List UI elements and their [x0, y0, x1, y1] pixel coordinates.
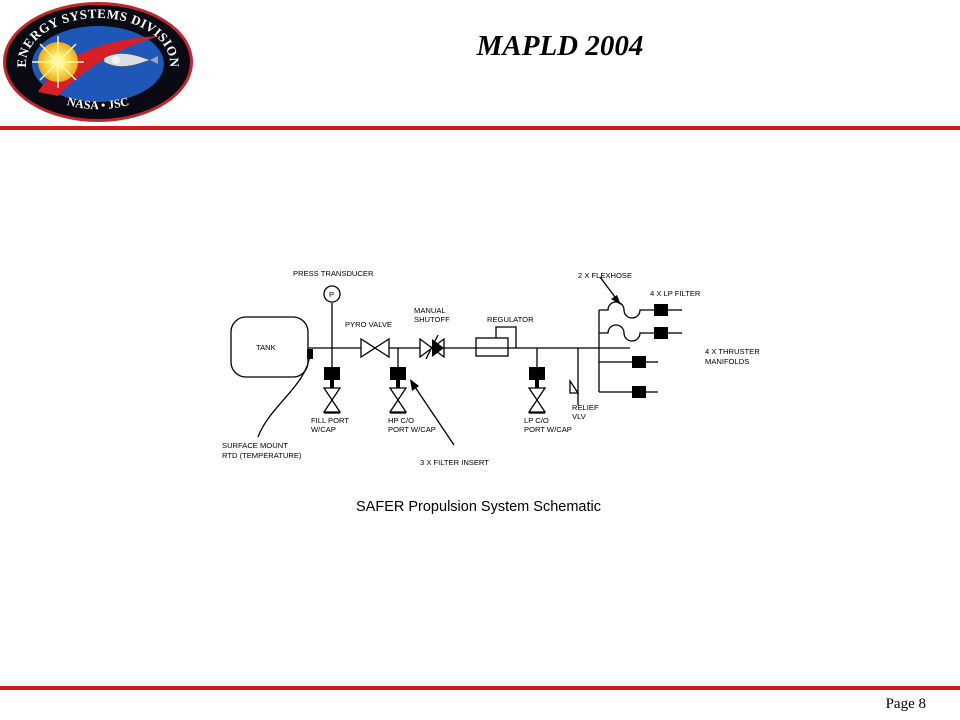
- thruster-manifold-2: [632, 386, 646, 398]
- label-lp-filter: 4 X LP FILTER: [650, 289, 701, 298]
- label-relief-line2: VLV: [572, 412, 587, 421]
- label-press-transducer: PRESS TRANSDUCER: [293, 269, 374, 278]
- label-tank: TANK: [256, 343, 276, 352]
- energy-systems-division-logo: ENERGY SYSTEMS DIVISION NASA • JSC: [3, 2, 193, 122]
- logo-bottom-text: NASA • JSC: [66, 94, 131, 112]
- label-lp-port-line1: LP C/O: [524, 416, 549, 425]
- pressure-transducer-symbol: [323, 285, 341, 303]
- lp-filter-1: [654, 304, 668, 316]
- schematic-caption: SAFER Propulsion System Schematic: [356, 499, 601, 515]
- relief-valve-symbol: [569, 378, 580, 394]
- fill-port-filter: [324, 367, 340, 380]
- thruster-manifold-1: [632, 356, 646, 368]
- label-flexhose: 2 X FLEXHOSE: [578, 271, 632, 280]
- label-transducer-p: P: [329, 290, 334, 299]
- label-thruster-line2: MANIFOLDS: [705, 357, 749, 366]
- label-rtd-line2: RTD (TEMPERATURE): [222, 451, 302, 460]
- label-fill-port-line1: FILL PORT: [311, 416, 349, 425]
- label-lp-port-line2: PORT W/CAP: [524, 425, 572, 434]
- arrow-filter-insert: [410, 379, 419, 391]
- label-fill-port-line2: W/CAP: [311, 425, 336, 434]
- label-regulator: REGULATOR: [487, 315, 534, 324]
- regulator-symbol: [475, 337, 509, 357]
- label-thruster-line1: 4 X THRUSTER: [705, 347, 760, 356]
- safer-propulsion-schematic: TANK PRESS TRANSDUCER P PYRO VALVE MANUA…: [222, 269, 760, 515]
- header-divider: [0, 126, 960, 130]
- label-hp-port-line2: PORT W/CAP: [388, 425, 436, 434]
- tank: [230, 316, 309, 378]
- label-hp-port-line1: HP C/O: [388, 416, 414, 425]
- arrow-flexhose: [611, 295, 621, 305]
- lp-port-filter: [529, 367, 545, 380]
- rtd-wire: [257, 352, 311, 438]
- label-pyro-valve: PYRO VALVE: [345, 320, 392, 329]
- label-manual-shutoff-line2: SHUTOFF: [414, 315, 450, 324]
- page-title: MAPLD 2004: [476, 30, 644, 62]
- label-rtd-line1: SURFACE MOUNT: [222, 441, 288, 450]
- label-filter-insert: 3 X FILTER INSERT: [420, 458, 489, 467]
- flexhose-2: [599, 324, 654, 342]
- flexhose-1: [599, 301, 654, 319]
- hp-port-filter: [390, 367, 406, 380]
- temperature-sensor: [307, 349, 313, 359]
- lp-filter-2: [654, 327, 668, 339]
- page-number: Page 8: [885, 696, 926, 712]
- pyro-valve-symbol: [360, 337, 390, 359]
- footer-divider: [0, 686, 960, 690]
- label-relief-line1: RELIEF: [572, 403, 599, 412]
- label-manual-shutoff-line1: MANUAL: [414, 306, 446, 315]
